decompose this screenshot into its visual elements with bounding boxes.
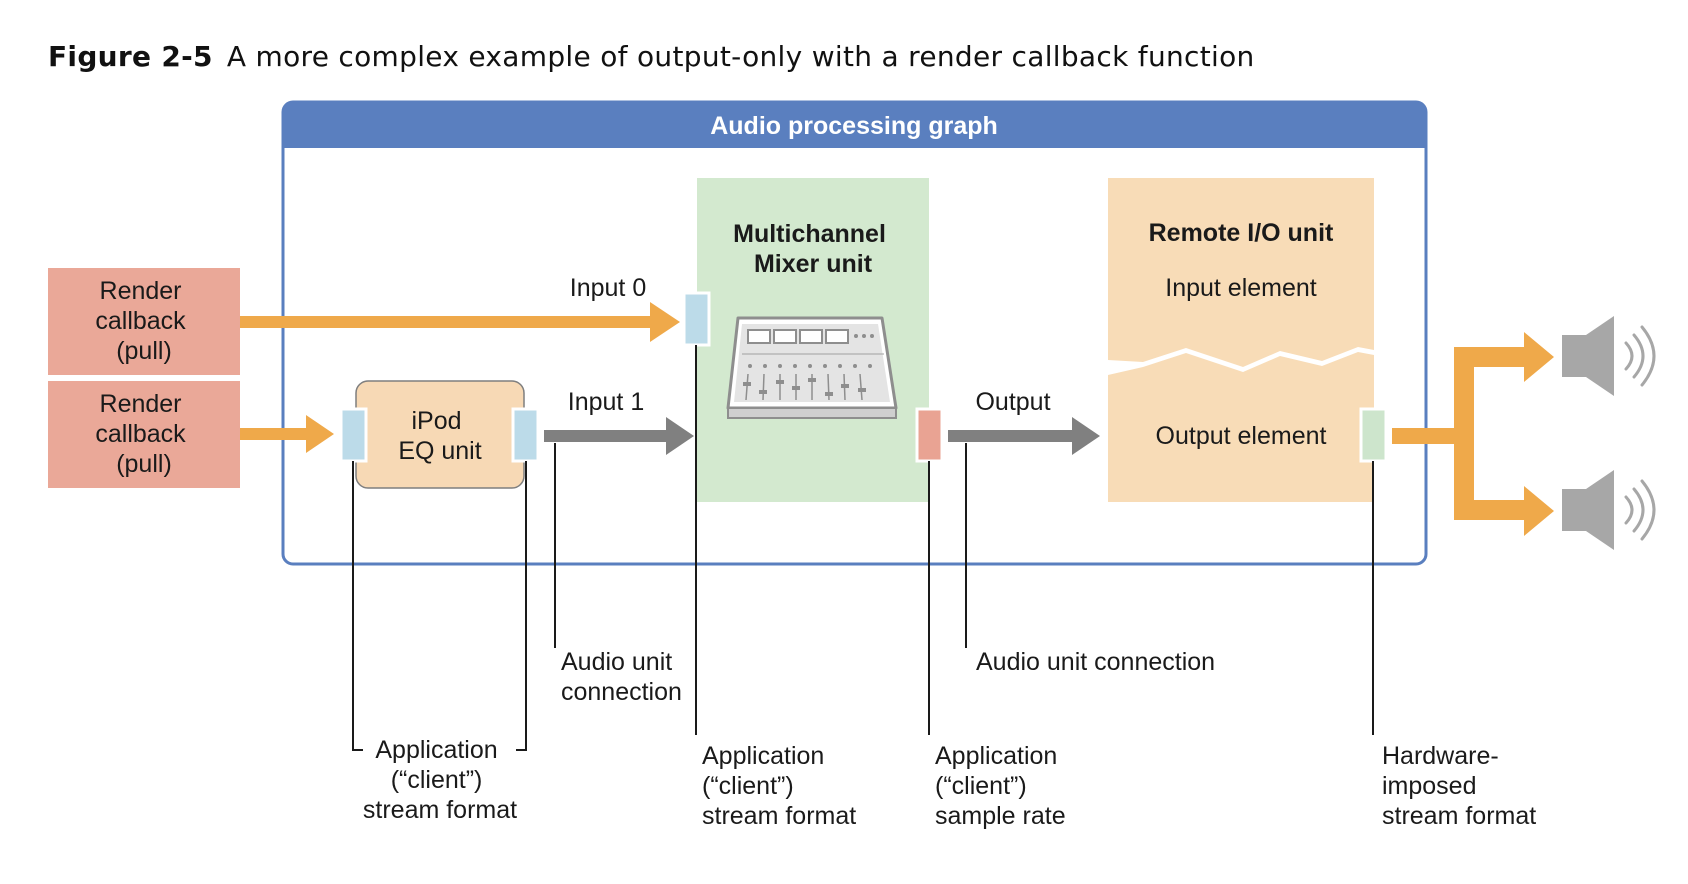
- remote-io-output-element: [1108, 352, 1374, 502]
- app-stream-format-eq-callout: Application (“client”) stream format: [363, 736, 517, 824]
- callout-leader-lines: [352, 345, 1374, 751]
- render-callback-box: [48, 268, 240, 375]
- output-label: Output: [975, 388, 1050, 416]
- input-0-label: Input 0: [570, 274, 646, 302]
- audio-unit-connection-callout-2: Audio unit connection: [976, 648, 1215, 676]
- multichannel-mixer-unit: Multichannel Mixer unit: [697, 178, 929, 502]
- output-element-label: Output element: [1156, 422, 1327, 450]
- leader-eq-input: [352, 461, 363, 751]
- render-callback-label: Render callback (pull): [95, 390, 192, 478]
- eq-output-port: [511, 407, 540, 463]
- mixer-input-port: [682, 291, 711, 347]
- figure-number: Figure 2-5: [48, 40, 213, 73]
- speaker-icon: [1562, 316, 1656, 396]
- render-callback-1: Render callback (pull): [48, 268, 240, 375]
- render-callback-label: Render callback (pull): [95, 277, 192, 365]
- remote-io-input-element: [1108, 178, 1374, 367]
- app-stream-format-mixer-callout: Application (“client”) stream format: [702, 742, 856, 830]
- graph-header: [283, 102, 1426, 148]
- input-1-label: Input 1: [568, 388, 644, 416]
- speaker-icon: [1562, 470, 1656, 550]
- mixer-unit-label: Multichannel Mixer unit: [733, 220, 893, 278]
- mixer-to-io-arrow: [948, 417, 1100, 455]
- eq-unit-label: iPod EQ unit: [398, 407, 481, 465]
- ports: [339, 291, 1388, 463]
- remote-io-unit: Remote I/O unit Input element Output ele…: [1108, 178, 1374, 502]
- leader-eq-output: [516, 461, 527, 751]
- mixing-console-icon: [726, 316, 898, 419]
- mixer-output-port: [915, 407, 944, 463]
- figure-caption: Figure 2-5 A more complex example of outp…: [48, 40, 1255, 73]
- graph-title: Audio processing graph: [710, 112, 998, 140]
- remote-io-title: Remote I/O unit: [1149, 219, 1334, 247]
- hardware-output-arrows: [1392, 332, 1554, 536]
- hardware-format-callout: Hardware- imposed stream format: [1382, 742, 1536, 830]
- io-output-port: [1359, 407, 1388, 463]
- render-callback-arrow-1: [240, 302, 680, 342]
- figure-title: A more complex example of output-only wi…: [226, 40, 1255, 73]
- render-callback-box: [48, 381, 240, 488]
- input-element-label: Input element: [1165, 274, 1317, 302]
- eq-input-port: [339, 407, 368, 463]
- audio-unit-connection-callout-1: Audio unit connection: [561, 648, 682, 706]
- app-sample-rate-callout: Application (“client”) sample rate: [935, 742, 1066, 830]
- render-callback-arrow-2: [240, 415, 334, 453]
- render-callback-2: Render callback (pull): [48, 381, 240, 488]
- ipod-eq-unit: iPod EQ unit: [355, 380, 525, 489]
- eq-to-mixer-arrow: [544, 417, 694, 455]
